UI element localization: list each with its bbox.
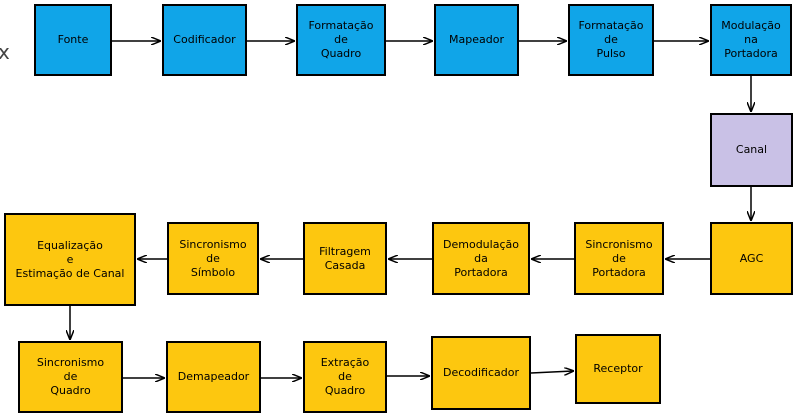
block-label: Canal <box>735 143 768 156</box>
block-label: Receptor <box>593 362 643 375</box>
block-label: Modulação na Portadora <box>721 19 781 60</box>
block-canal: Canal <box>710 113 793 187</box>
block-equalizacao: Equalização e Estimação de Canal <box>4 213 136 306</box>
block-decodificador: Decodificador <box>431 336 531 410</box>
block-label: AGC <box>739 251 764 265</box>
cropped-edge-glyph: x <box>0 40 10 64</box>
block-label: Mapeador <box>449 33 504 46</box>
block-sincronismo-simbolo: Sincronismo de Símbolo <box>167 222 259 295</box>
block-formatacao-quadro: Formatação de Quadro <box>296 4 386 76</box>
block-agc: AGC <box>710 222 793 295</box>
block-label: Filtragem Casada <box>319 244 371 272</box>
block-modulacao-portadora: Modulação na Portadora <box>710 4 792 76</box>
block-label: Decodificador <box>442 366 519 379</box>
block-filtragem-casada: Filtragem Casada <box>303 222 387 295</box>
block-label: Formatação de Quadro <box>308 19 374 60</box>
block-codificador: Codificador <box>162 4 247 76</box>
block-extracao-quadro: Extração de Quadro <box>303 341 387 413</box>
block-label: Extração de Quadro <box>320 356 370 397</box>
arrow-decodificador-receptor <box>530 371 573 373</box>
block-demodulacao-portadora: Demodulação da Portadora <box>432 222 530 295</box>
block-receptor: Receptor <box>575 334 661 404</box>
block-label: Demodulação da Portadora <box>443 237 519 279</box>
block-label: Sincronismo de Quadro <box>36 356 105 397</box>
block-label: Demapeador <box>177 370 250 383</box>
block-sincronismo-portadora: Sincronismo de Portadora <box>574 222 664 295</box>
block-label: Fonte <box>57 33 89 46</box>
block-label: Formatação de Pulso <box>578 19 644 60</box>
block-formatacao-pulso: Formatação de Pulso <box>568 4 654 76</box>
block-demapeador: Demapeador <box>166 341 261 413</box>
block-mapeador: Mapeador <box>434 4 519 76</box>
block-label: Codificador <box>173 33 236 46</box>
block-label: Equalização e Estimação de Canal <box>15 238 125 280</box>
block-fonte: Fonte <box>34 4 112 76</box>
block-sincronismo-quadro: Sincronismo de Quadro <box>18 341 123 413</box>
block-label: Sincronismo de Portadora <box>585 237 653 279</box>
block-label: Sincronismo de Símbolo <box>179 237 247 279</box>
